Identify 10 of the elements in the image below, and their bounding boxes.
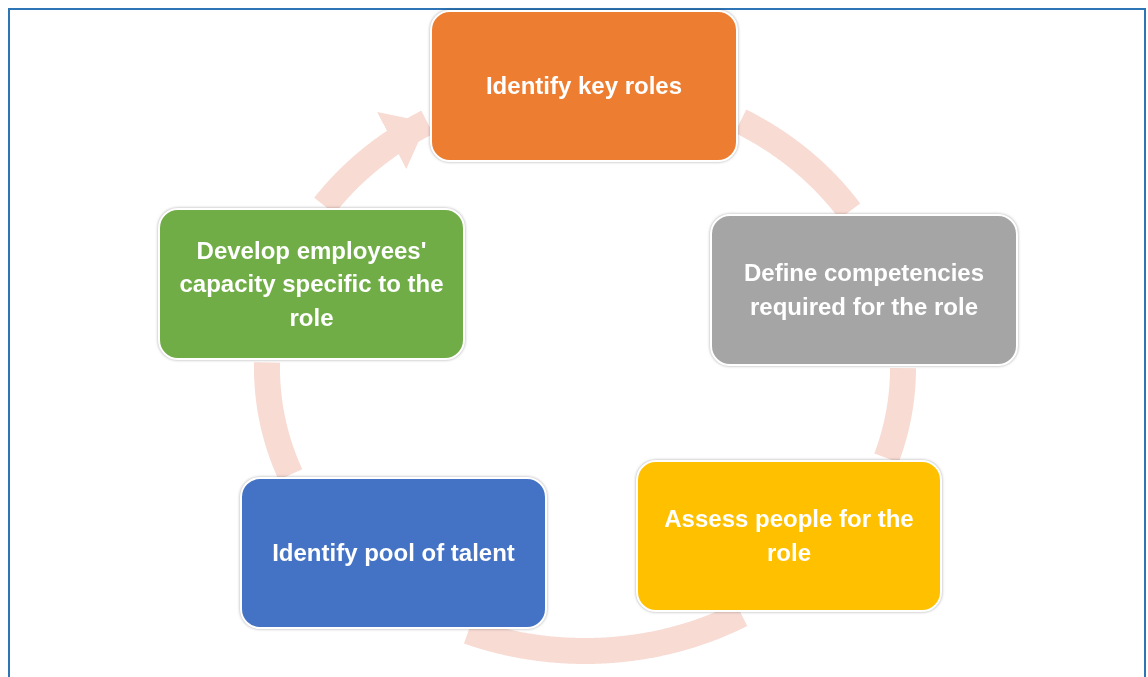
process-box — [710, 214, 1018, 366]
process-box — [430, 10, 738, 162]
step-label: Define competencies required for the role — [742, 258, 986, 322]
process-box — [158, 208, 465, 360]
step-label: Identify key roles — [485, 71, 683, 102]
process-box — [636, 460, 942, 612]
process-box — [240, 477, 547, 629]
step-label: Develop employees' capacity specific to the role — [178, 235, 445, 333]
step-label: Identify pool of talent — [272, 538, 515, 569]
step-label: Assess people for the role — [663, 504, 915, 568]
